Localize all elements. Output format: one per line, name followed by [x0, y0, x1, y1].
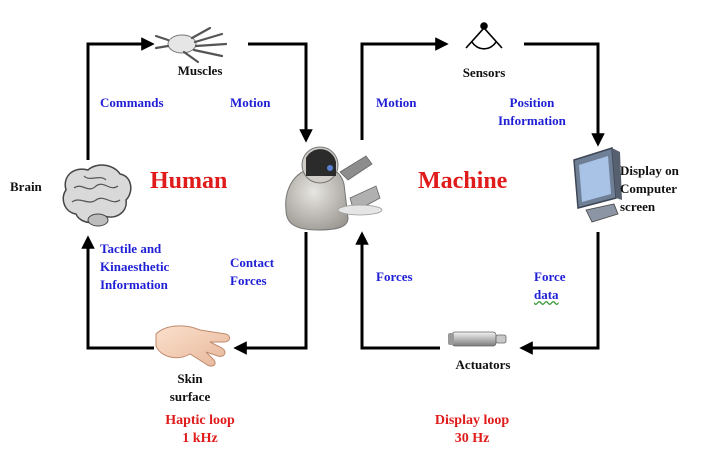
arrow-device-to-sensors: [360, 37, 449, 140]
human-title: Human: [150, 168, 228, 194]
arrow-skin-to-brain: [81, 235, 154, 350]
sensors-label: Sensors: [462, 65, 506, 80]
arrow-actuators-to-device: [355, 231, 440, 350]
machine-forces-label: Forces: [376, 269, 413, 284]
hand-skeleton-icon: [154, 26, 228, 64]
machine-loop-arrows: [355, 37, 605, 355]
arrow-muscles-to-device: [248, 42, 313, 143]
brain-icon: [62, 164, 132, 227]
human-loop-arrows: [81, 37, 313, 355]
skin-surface-label: Skin surface: [169, 371, 211, 404]
human-motion-label: Motion: [230, 95, 271, 110]
computer-monitor-icon: [573, 147, 622, 223]
actuators-label: Actuators: [455, 357, 511, 372]
actuator-icon: [448, 331, 507, 347]
contact-forces-label: Contact Forces: [230, 255, 275, 288]
haptic-loop-label: Haptic loop 1 kHz: [165, 413, 235, 446]
position-information-label: Position Information: [498, 95, 566, 128]
tactile-label: Tactile and Kinaesthetic Information: [100, 241, 170, 292]
machine-motion-label: Motion: [376, 95, 417, 110]
display-loop-label: Display loop 30 Hz: [434, 413, 510, 446]
hand-icon: [155, 325, 231, 367]
brain-label: Brain: [10, 179, 42, 194]
arrow-brain-to-muscles: [86, 37, 155, 160]
arrow-sensors-to-display: [524, 42, 605, 147]
sensor-icon: [465, 22, 503, 50]
arrow-display-to-actuators: [519, 232, 600, 355]
haptic-device-icon: [285, 146, 383, 231]
machine-title: Machine: [418, 168, 508, 194]
display-label: Display on Computer screen: [620, 163, 679, 214]
arrow-device-to-skin: [233, 232, 308, 355]
force-data-label: Force data: [534, 269, 566, 302]
muscles-label: Muscles: [177, 63, 223, 78]
commands-label: Commands: [100, 95, 164, 110]
